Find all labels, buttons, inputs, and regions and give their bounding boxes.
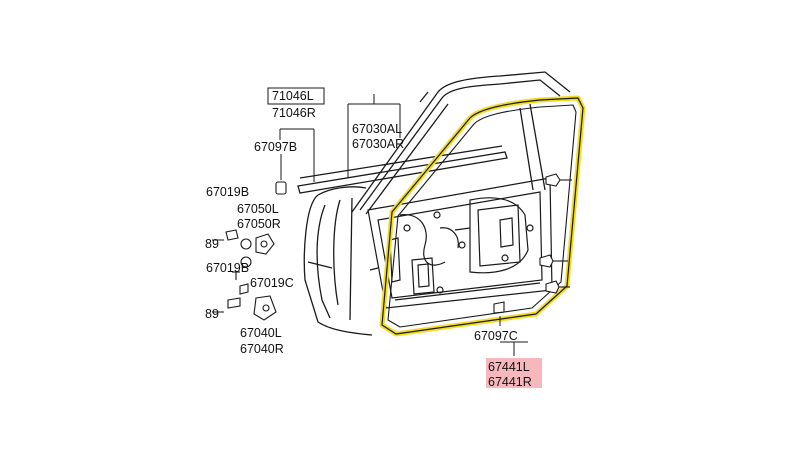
part-71046r: 71046R (272, 106, 316, 120)
part-67441l: 67441L (488, 360, 530, 374)
part-89-top: 89 (205, 237, 219, 251)
part-67050r: 67050R (237, 217, 281, 231)
part-67019c: 67019C (250, 276, 294, 290)
belt-moulding (297, 145, 508, 194)
door-outer-panel (303, 186, 373, 336)
leader-lines (212, 94, 528, 356)
part-67097c: 67097C (474, 329, 518, 343)
part-71046l: 71046L (272, 89, 314, 103)
part-67097b: 67097B (254, 140, 297, 154)
door-weatherstrip-inner (387, 104, 577, 328)
highlight-box-67441 (486, 358, 542, 388)
window-frame (351, 71, 571, 215)
part-89-bottom: 89 (205, 307, 219, 321)
part-67030ar: 67030AR (352, 137, 404, 151)
part-67040l: 67040L (240, 326, 282, 340)
part-67030al: 67030AL (352, 122, 402, 136)
weatherstrip-clips (493, 173, 572, 314)
part-67019b-top: 67019B (206, 185, 249, 199)
part-67050l: 67050L (237, 202, 279, 216)
part-labels: 71046L 71046R 67030AL 67030AR 67097B 670… (205, 87, 532, 389)
part-67441r: 67441R (488, 375, 532, 389)
part-67040r: 67040R (240, 342, 284, 356)
label-box-71046l (267, 87, 325, 105)
door-weatherstrip (381, 97, 584, 335)
part-67019b-mid: 67019B (206, 261, 249, 275)
door-stopper-parts (225, 181, 287, 321)
